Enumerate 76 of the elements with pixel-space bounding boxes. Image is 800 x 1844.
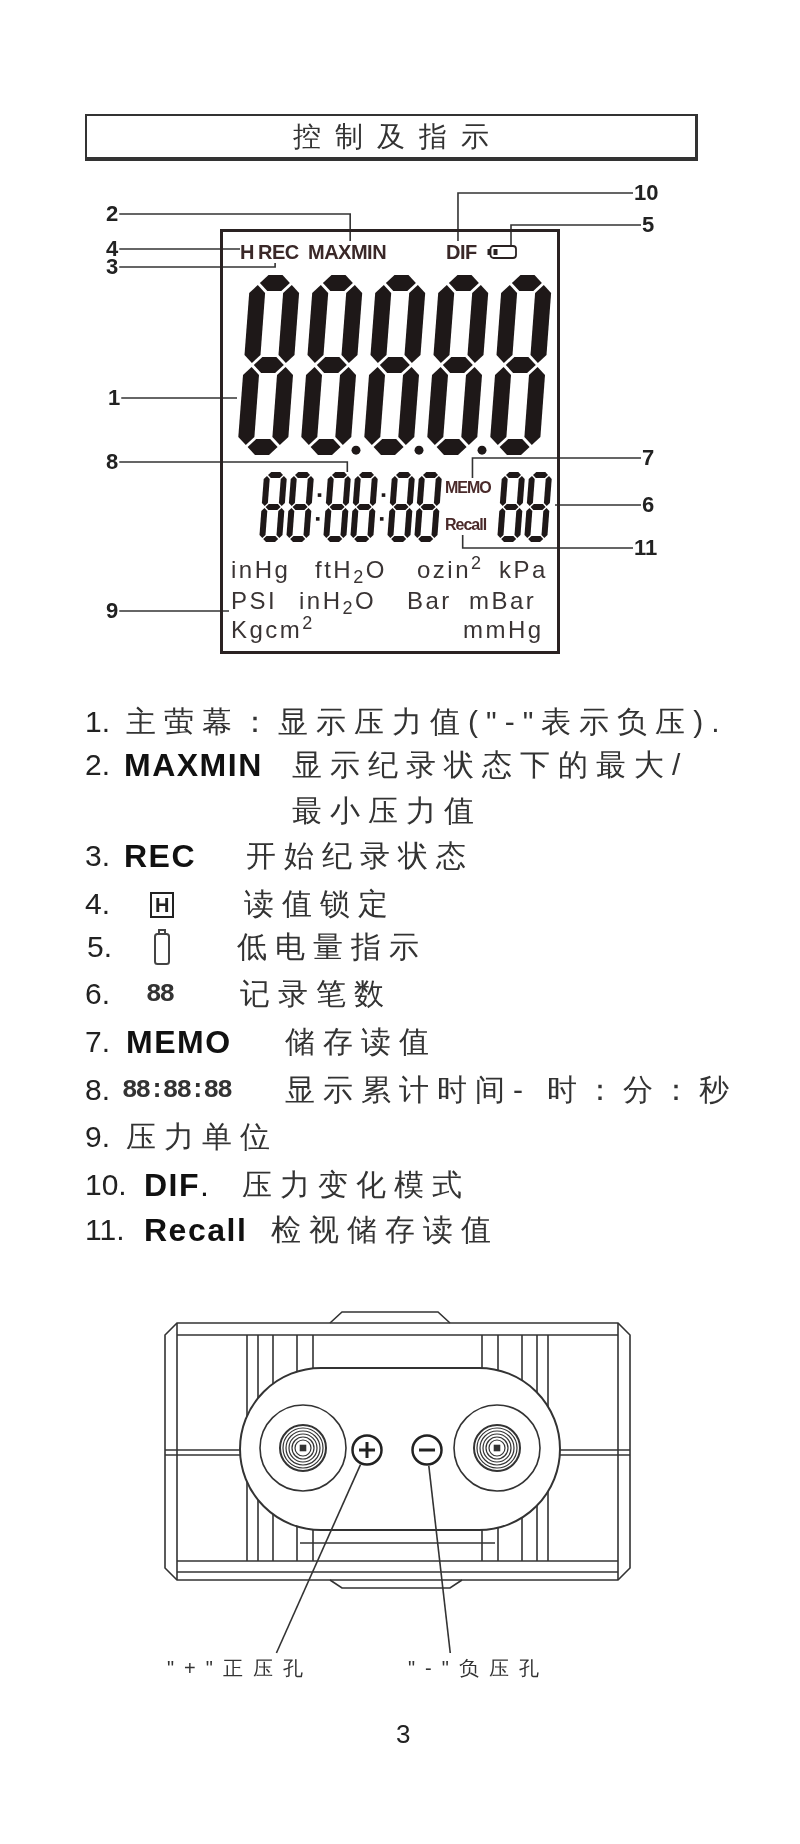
lcd-indicator: REC <box>258 241 299 263</box>
leader-line <box>510 224 642 246</box>
unit-label: PSI <box>231 586 278 616</box>
lcd-indicator: Recall <box>445 515 487 535</box>
description-text: 读值锁定 <box>244 886 396 922</box>
indicator-name: MAXMIN <box>124 746 263 785</box>
indicator-name: REC <box>124 837 197 876</box>
hold-symbol: H <box>150 892 175 918</box>
leader-line <box>120 397 238 399</box>
leader-line <box>457 192 634 242</box>
description-text: 压力变化模式 <box>242 1167 470 1203</box>
unit-label: ftH$_{2}$O <box>315 555 387 585</box>
lcd-indicator: DIF <box>446 241 477 263</box>
unit-label: mBar <box>469 586 537 616</box>
callout-number: 8 <box>106 450 119 474</box>
page-number: 3 <box>396 1718 411 1751</box>
title-banner: 控制及指示 <box>85 114 698 161</box>
battery-icon <box>487 245 517 259</box>
unit-label: ozin$^{2}$ <box>417 555 484 585</box>
leader-line <box>428 1465 452 1654</box>
item-number: 3. <box>85 838 111 874</box>
leader-line <box>118 213 351 242</box>
unit-label: inH$_{2}$O <box>299 586 377 616</box>
segment-digits: 88:88:88 <box>122 1074 231 1107</box>
callout-number: 6 <box>642 493 655 517</box>
item-number: 11. <box>85 1212 125 1248</box>
item-number: 8. <box>85 1072 111 1108</box>
item-number: 6. <box>85 976 111 1012</box>
callout-number: 7 <box>642 446 655 470</box>
unit-label: mmHg <box>463 615 544 645</box>
leader-line <box>461 534 634 549</box>
unit-label: kPa <box>499 555 548 585</box>
leader-line <box>118 262 276 268</box>
description-text: 检视储存读值 <box>271 1212 499 1248</box>
lcd-indicator: MAXMIN <box>308 241 387 263</box>
item-number: 1. <box>85 704 111 740</box>
port-label: "-"负压孔 <box>408 1653 549 1683</box>
description-text: 记录笔数 <box>240 976 392 1012</box>
description-text: 显示纪录状态下的最大/最小压力值 <box>292 747 690 829</box>
indicator-name: MEMO <box>126 1023 232 1062</box>
callout-number: 3 <box>106 255 119 279</box>
leader-line <box>118 248 241 250</box>
lcd-indicator: H <box>240 241 254 263</box>
callout-number: 2 <box>106 202 119 226</box>
description-text: 显示累计时间- 时：分：秒 <box>285 1072 738 1108</box>
unit-label: Kgcm$^{2}$ <box>231 615 315 645</box>
leader-line <box>118 461 349 473</box>
description-text: 低电量指示 <box>237 929 427 965</box>
callout-number: 1 <box>108 386 121 410</box>
item-number: 9. <box>85 1119 111 1155</box>
callout-number: 11 <box>634 536 658 560</box>
unit-label: inHg <box>231 555 291 585</box>
item-number: 2. <box>85 747 111 783</box>
seven-segment-display <box>259 472 443 542</box>
item-number: 4. <box>85 886 111 922</box>
leader-line <box>471 457 642 479</box>
callout-number: 5 <box>642 213 655 237</box>
indicator-name: Recall <box>144 1211 248 1250</box>
port-label: "+"正压孔 <box>167 1653 313 1683</box>
item-number: 7. <box>85 1024 111 1060</box>
item-number: 10. <box>85 1167 127 1203</box>
description-text: 储存读值 <box>285 1024 437 1060</box>
description-text: 开始纪录状态 <box>246 838 474 874</box>
lcd-indicator: MEMO <box>445 478 491 498</box>
leader-line <box>554 504 642 506</box>
callout-number: 10 <box>634 181 659 205</box>
callout-number: 9 <box>106 599 119 623</box>
segment-digits: 88 <box>146 978 174 1011</box>
leader-line <box>275 1463 362 1654</box>
item-number: 5. <box>87 929 113 965</box>
leader-line <box>118 610 230 612</box>
unit-label: Bar <box>407 586 452 616</box>
seven-segment-display <box>497 472 555 542</box>
indicator-name: DIF. <box>144 1166 211 1205</box>
description-text: 主萤幕：显示压力值("-"表示负压). <box>126 704 728 740</box>
description-text: 压力单位 <box>126 1119 278 1155</box>
